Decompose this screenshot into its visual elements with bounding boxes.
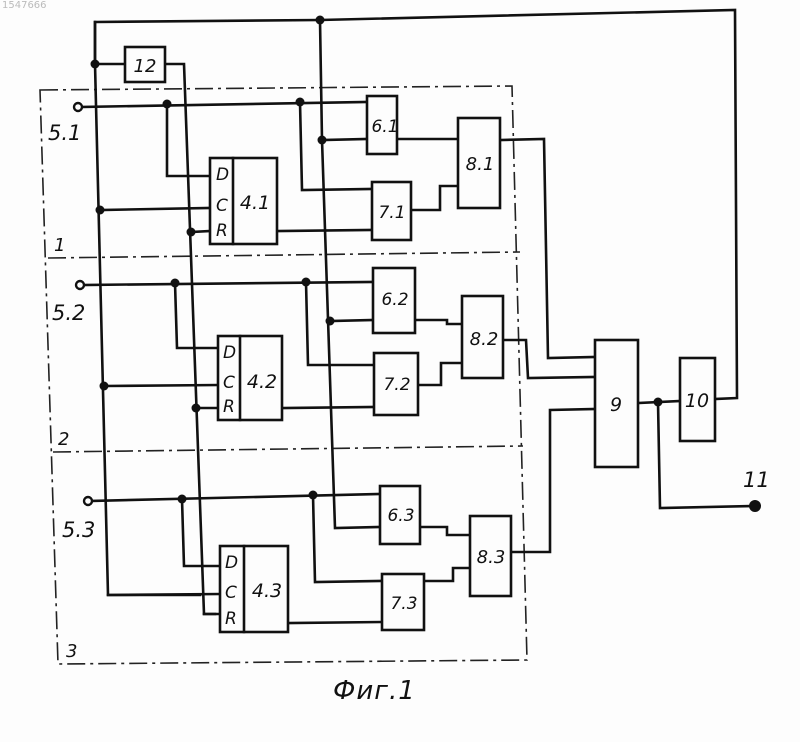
trigger-pin-label: R bbox=[216, 221, 228, 241]
trigger-pin-label: D bbox=[216, 165, 229, 185]
trigger-4-3: D C R 4.3 bbox=[220, 546, 288, 632]
svg-text:9: 9 bbox=[610, 394, 622, 416]
block-8-3: 8.3 bbox=[470, 516, 511, 596]
svg-text:10: 10 bbox=[685, 390, 709, 412]
svg-text:8.2: 8.2 bbox=[470, 329, 499, 350]
section-label: 2 bbox=[58, 429, 69, 450]
block-12: 12 bbox=[125, 47, 165, 82]
block-10: 10 bbox=[680, 358, 715, 441]
section-label: 3 bbox=[66, 641, 77, 662]
trigger-pin-label: C bbox=[223, 373, 235, 393]
input-label: 5.2 bbox=[52, 301, 85, 325]
section-divider-1 bbox=[48, 252, 520, 258]
trigger-pin-label: R bbox=[225, 609, 237, 629]
figure-caption: Фиг.1 bbox=[333, 676, 416, 706]
section-divider-2 bbox=[53, 446, 523, 452]
trigger-label: 4.3 bbox=[252, 580, 282, 602]
block-9: 9 bbox=[595, 340, 638, 467]
output-terminal bbox=[749, 500, 761, 512]
trigger-pin-label: R bbox=[223, 397, 235, 417]
block-12-label: 12 bbox=[134, 56, 157, 77]
input-label: 5.1 bbox=[48, 121, 81, 145]
output-label: 11 bbox=[743, 468, 770, 492]
svg-text:8.1: 8.1 bbox=[466, 154, 495, 175]
block-7-2: 7.2 bbox=[374, 353, 418, 415]
block-7-1: 7.1 bbox=[372, 182, 411, 240]
input-terminal bbox=[74, 103, 82, 111]
trigger-pin-label: C bbox=[216, 196, 228, 216]
svg-text:7.1: 7.1 bbox=[378, 203, 405, 223]
svg-text:7.2: 7.2 bbox=[383, 375, 410, 395]
trigger-pin-label: D bbox=[223, 343, 236, 363]
trigger-label: 4.1 bbox=[240, 192, 270, 214]
trigger-4-1: D C R 4.1 bbox=[210, 158, 277, 244]
svg-text:8.3: 8.3 bbox=[477, 547, 506, 568]
section-label: 1 bbox=[54, 235, 65, 256]
input-label: 5.3 bbox=[62, 518, 95, 542]
svg-text:6.1: 6.1 bbox=[371, 117, 398, 137]
block-8-2: 8.2 bbox=[462, 296, 503, 378]
block-6-1: 6.1 bbox=[367, 96, 399, 154]
trigger-4-2: D C R 4.2 bbox=[218, 336, 282, 420]
block-8-1: 8.1 bbox=[458, 118, 500, 208]
trigger-label: 4.2 bbox=[247, 371, 277, 393]
block-6-2: 6.2 bbox=[373, 268, 415, 333]
block-6-3: 6.3 bbox=[380, 486, 420, 544]
svg-text:6.3: 6.3 bbox=[387, 506, 414, 526]
block-7-3: 7.3 bbox=[382, 574, 424, 630]
trigger-pin-label: C bbox=[225, 583, 237, 603]
input-terminal bbox=[84, 497, 92, 505]
trigger-pin-label: D bbox=[225, 553, 238, 573]
input-terminal bbox=[76, 281, 84, 289]
svg-text:6.2: 6.2 bbox=[381, 290, 408, 310]
svg-text:7.3: 7.3 bbox=[390, 594, 417, 614]
